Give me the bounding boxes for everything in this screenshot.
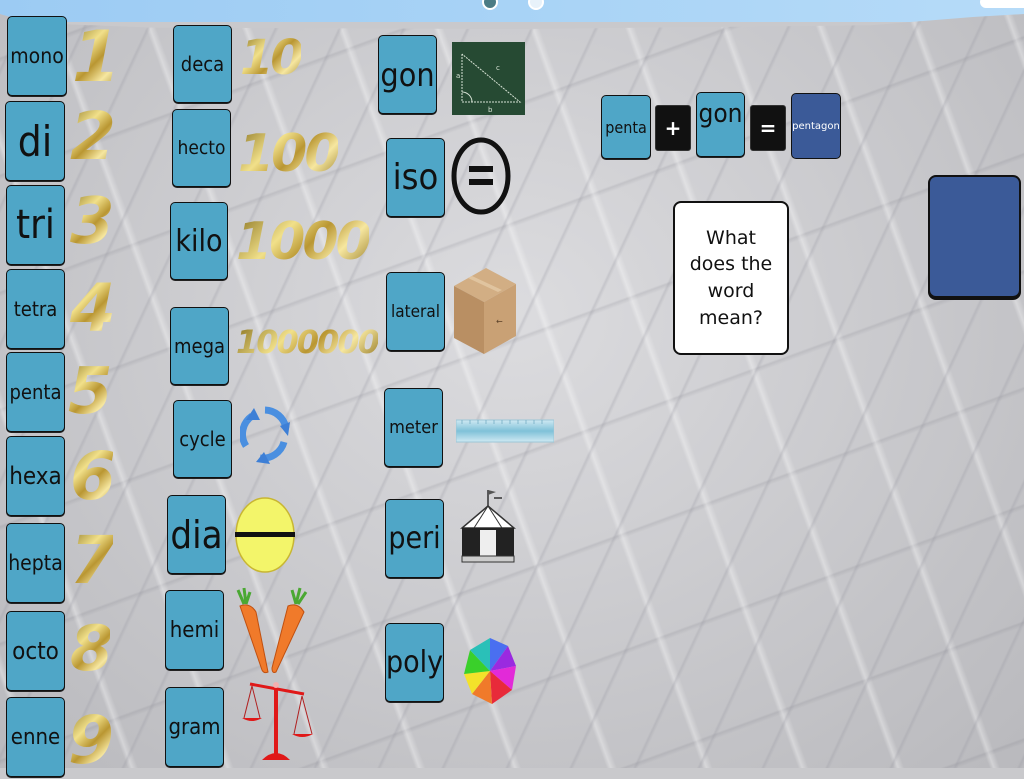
prefix-card-tri[interactable]: tri xyxy=(6,185,65,265)
prefix-card-hecto[interactable]: hecto xyxy=(172,109,231,187)
prefix-label: hecto xyxy=(177,137,226,159)
prefix-label: peri xyxy=(388,521,441,556)
prefix-label: meter xyxy=(389,417,438,438)
prefix-card-dia[interactable]: dia xyxy=(167,495,226,574)
recycle-arrows-icon xyxy=(240,406,290,464)
question-card[interactable]: What does the word mean? xyxy=(673,201,789,355)
svg-text:c: c xyxy=(496,64,500,72)
prefix-card-octo[interactable]: octo xyxy=(6,611,65,691)
equation-result-pentagon[interactable]: pentagon xyxy=(791,93,841,159)
gold-number-4: 4 xyxy=(70,270,116,347)
gold-number-6: 6 xyxy=(70,438,116,515)
chalkboard-triangle-icon: a c b xyxy=(452,42,525,115)
blank-blue-card[interactable] xyxy=(928,175,1021,298)
equals-operator: = xyxy=(750,105,786,151)
prefix-label: penta xyxy=(9,380,62,404)
plus-operator: + xyxy=(655,105,691,151)
prefix-label: iso xyxy=(392,157,439,198)
prefix-card-lateral[interactable]: lateral xyxy=(386,272,445,351)
prefix-card-meter[interactable]: meter xyxy=(384,388,443,467)
prefix-card-enne[interactable]: enne xyxy=(6,697,65,777)
prefix-card-hexa[interactable]: hexa xyxy=(6,436,65,516)
svg-text:←: ← xyxy=(496,317,503,326)
prefix-label: hepta xyxy=(8,551,63,575)
gold-number-5: 5 xyxy=(68,355,112,429)
prefix-label: poly xyxy=(385,645,444,680)
gold-number-1: 1 xyxy=(72,16,121,98)
half-carrots-icon xyxy=(236,587,308,674)
prefix-card-mega[interactable]: mega xyxy=(170,307,229,385)
gold-number-7: 7 xyxy=(70,522,116,599)
prefix-label: deca xyxy=(180,52,225,76)
prefix-label: kilo xyxy=(175,223,223,259)
equation-part-penta[interactable]: penta xyxy=(601,95,651,159)
equal-circle-icon xyxy=(451,137,511,215)
prefix-label: hexa xyxy=(9,462,62,490)
gold-number-2: 2 xyxy=(70,98,116,175)
prefix-card-gram[interactable]: gram xyxy=(165,687,224,767)
gold-number-1000: 1000 xyxy=(236,212,372,272)
gold-number-9: 9 xyxy=(68,702,114,779)
prefix-card-mono[interactable]: mono xyxy=(7,16,67,96)
prefix-label: di xyxy=(17,116,53,166)
prefix-label: gon xyxy=(380,55,435,94)
prefix-label: mono xyxy=(10,44,64,68)
polygon-star-icon xyxy=(464,638,516,704)
prefix-label: octo xyxy=(12,637,59,665)
equation-part-gon[interactable]: gon xyxy=(696,92,745,157)
gold-number-1000000: 1000000 xyxy=(236,323,380,361)
prefix-label: hemi xyxy=(169,617,220,643)
prefix-card-peri[interactable]: peri xyxy=(385,499,444,578)
prefix-card-gon[interactable]: gon xyxy=(378,35,437,114)
equation-label: gon xyxy=(698,99,743,129)
prefix-card-tetra[interactable]: tetra xyxy=(6,269,65,349)
prefix-label: gram xyxy=(168,714,221,740)
prefix-card-cycle[interactable]: cycle xyxy=(173,400,232,478)
balance-scale-icon xyxy=(242,682,313,760)
page-indicator-dot-active[interactable] xyxy=(482,0,498,10)
prefix-card-poly[interactable]: poly xyxy=(385,623,444,702)
prefix-card-deca[interactable]: deca xyxy=(173,25,232,103)
prefix-card-hepta[interactable]: hepta xyxy=(6,523,65,603)
svg-text:a: a xyxy=(456,72,460,80)
prefix-label: dia xyxy=(170,512,223,557)
prefix-card-penta[interactable]: penta xyxy=(6,352,65,432)
question-text: What does the word mean? xyxy=(689,226,773,329)
equation-label: penta xyxy=(605,117,647,137)
gold-number-3: 3 xyxy=(70,185,114,259)
gold-number-8: 8 xyxy=(70,612,113,685)
prefix-card-iso[interactable]: iso xyxy=(386,138,445,217)
circle-diameter-icon xyxy=(235,497,295,573)
ruler-icon xyxy=(456,419,554,443)
top-right-tab xyxy=(980,0,1024,8)
gold-number-10: 10 xyxy=(240,30,304,86)
prefix-card-hemi[interactable]: hemi xyxy=(165,590,224,670)
gold-number-100: 100 xyxy=(238,124,341,184)
prefix-label: mega xyxy=(173,334,226,358)
prefix-label: tri xyxy=(16,202,55,248)
svg-text:b: b xyxy=(488,106,493,114)
prefix-label: lateral xyxy=(391,301,440,322)
prefix-label: enne xyxy=(10,724,61,750)
top-bar xyxy=(0,0,1024,22)
prefix-card-kilo[interactable]: kilo xyxy=(170,202,228,280)
page-indicator-dot[interactable] xyxy=(528,0,544,10)
prefix-label: cycle xyxy=(179,427,226,451)
carousel-icon xyxy=(460,490,516,563)
prefix-card-di[interactable]: di xyxy=(5,101,65,181)
cardboard-box-icon: ← xyxy=(454,268,516,354)
prefix-label: tetra xyxy=(13,297,58,321)
